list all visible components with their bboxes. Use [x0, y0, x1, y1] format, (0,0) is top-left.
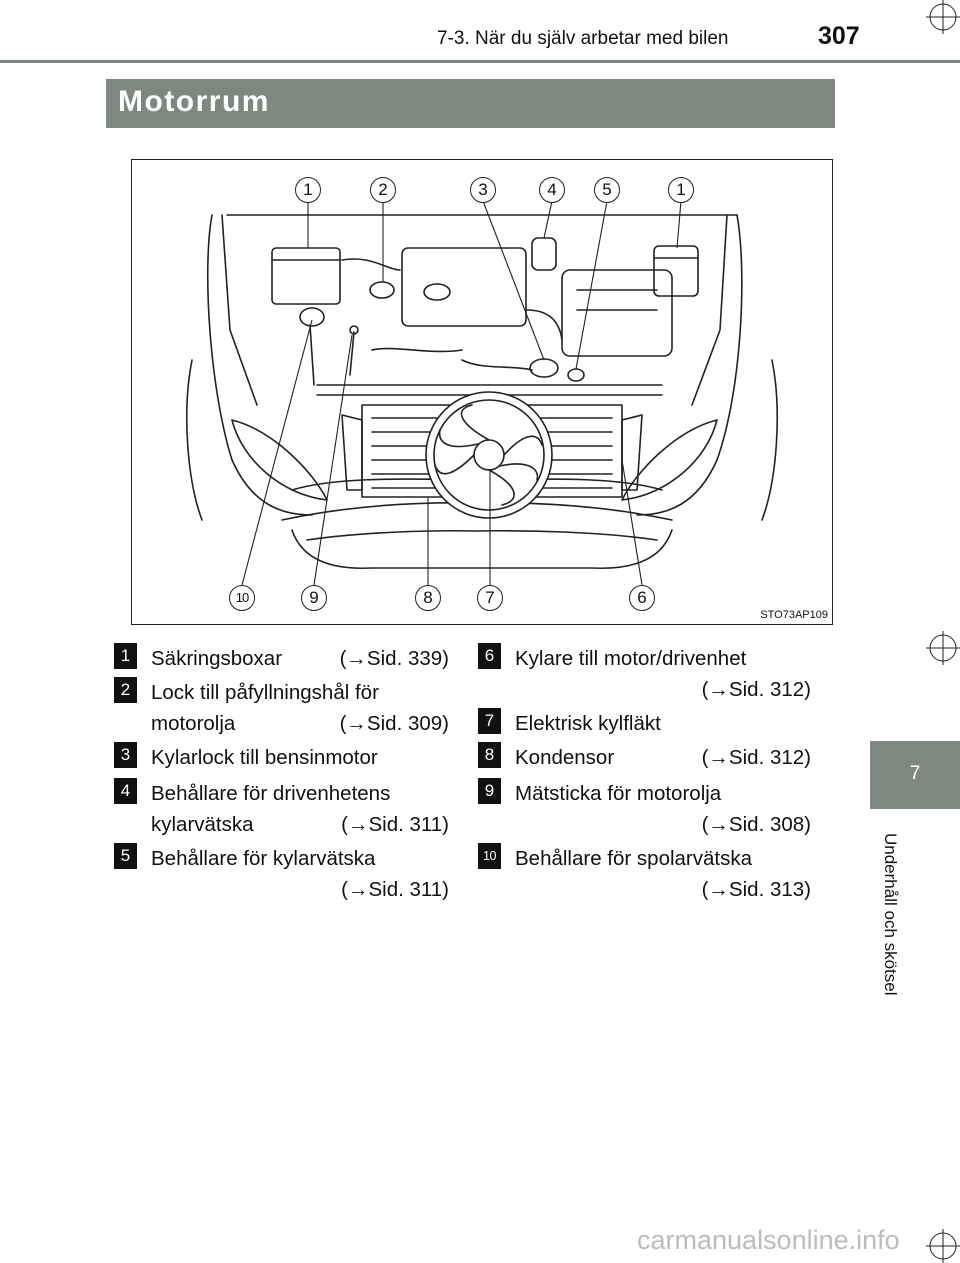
callout-top-3: 3 [470, 177, 496, 203]
legend-number: 2 [114, 677, 137, 703]
page-reference: (→Sid. 339) [339, 647, 449, 670]
page-reference: (→Sid. 309) [339, 712, 449, 735]
section-title: Motorrum [118, 85, 270, 118]
callout-bottom-9: 9 [301, 585, 327, 611]
legend-text: Behållare för spolarvätska [515, 847, 753, 870]
registration-mark-icon [926, 631, 960, 665]
engine-compartment-figure: 1 2 3 4 5 1 10 9 8 7 6 STO73AP109 [131, 159, 833, 625]
callout-top-1b: 1 [668, 177, 694, 203]
page-reference: (→Sid. 311) [341, 878, 449, 901]
legend-text: Mätsticka för motorolja [515, 782, 722, 805]
legend-text: Behållare för drivenhetens [151, 782, 391, 805]
legend-text: Kondensor [515, 746, 615, 769]
legend-text: Säkringsboxar [151, 647, 283, 670]
callout-top-2: 2 [370, 177, 396, 203]
legend-item-10: 10 Behållare för spolarvätska (→Sid. 313… [478, 843, 811, 907]
registration-mark-icon [926, 1229, 960, 1263]
legend-number: 6 [478, 643, 501, 669]
page-reference: (→Sid. 313) [701, 878, 811, 901]
legend-item-9: 9 Mätsticka för motorolja (→Sid. 308) [478, 778, 811, 842]
legend-item-8: 8 Kondensor (→Sid. 312) [478, 742, 811, 774]
legend-number: 8 [478, 742, 501, 768]
legend-item-5: 5 Behållare för kylarvätska (→Sid. 311) [114, 843, 449, 907]
callout-top-1: 1 [295, 177, 321, 203]
header-section-title: 7-3. När du själv arbetar med bilen [437, 28, 729, 49]
legend-item-1: 1 Säkringsboxar (→Sid. 339) [114, 643, 449, 675]
legend-item-4: 4 Behållare för drivenhetens kylarvätska… [114, 778, 449, 842]
page-number: 307 [818, 22, 860, 50]
page-reference: (→Sid. 308) [701, 813, 811, 836]
legend-number: 5 [114, 843, 137, 869]
legend-item-3: 3 Kylarlock till bensinmotor [114, 742, 449, 774]
callout-bottom-8: 8 [415, 585, 441, 611]
legend-number: 4 [114, 778, 137, 804]
legend-text: Elektrisk kylfläkt [515, 712, 661, 735]
section-title-bar: Motorrum [106, 79, 835, 128]
callout-bottom-10: 10 [229, 585, 255, 611]
watermark: carmanualsonline.info [637, 1225, 900, 1255]
callout-bottom-6: 6 [629, 585, 655, 611]
legend-number: 10 [478, 843, 501, 869]
figure-code: STO73AP109 [760, 609, 828, 621]
page-reference: (→Sid. 312) [701, 678, 811, 701]
legend-text: Lock till påfyllningshål för [151, 681, 379, 704]
legend-text: motorolja [151, 712, 236, 735]
callout-top-4: 4 [539, 177, 565, 203]
engine-compartment-illustration [186, 200, 778, 586]
legend-number: 3 [114, 742, 137, 768]
page-reference: (→Sid. 312) [701, 746, 811, 769]
registration-mark-icon [926, 0, 960, 34]
legend-number: 1 [114, 643, 137, 669]
legend-number: 7 [478, 708, 501, 734]
legend-item-7: 7 Elektrisk kylfläkt [478, 708, 811, 740]
header-rule [0, 60, 960, 63]
page-reference: (→Sid. 311) [341, 813, 449, 836]
callout-bottom-7: 7 [477, 585, 503, 611]
legend-text: kylarvätska [151, 813, 254, 836]
chapter-label: Underhåll och skötsel [881, 833, 900, 996]
chapter-number: 7 [909, 763, 921, 784]
chapter-tab[interactable]: 7 [870, 741, 960, 809]
legend-text: Behållare för kylarvätska [151, 847, 376, 870]
legend-item-6: 6 Kylare till motor/drivenhet (→Sid. 312… [478, 643, 811, 707]
legend-number: 9 [478, 778, 501, 804]
legend-item-2: 2 Lock till påfyllningshål för motorolja… [114, 677, 449, 741]
callout-top-5: 5 [594, 177, 620, 203]
legend-text: Kylare till motor/drivenhet [515, 647, 747, 670]
legend-text: Kylarlock till bensinmotor [151, 746, 378, 769]
